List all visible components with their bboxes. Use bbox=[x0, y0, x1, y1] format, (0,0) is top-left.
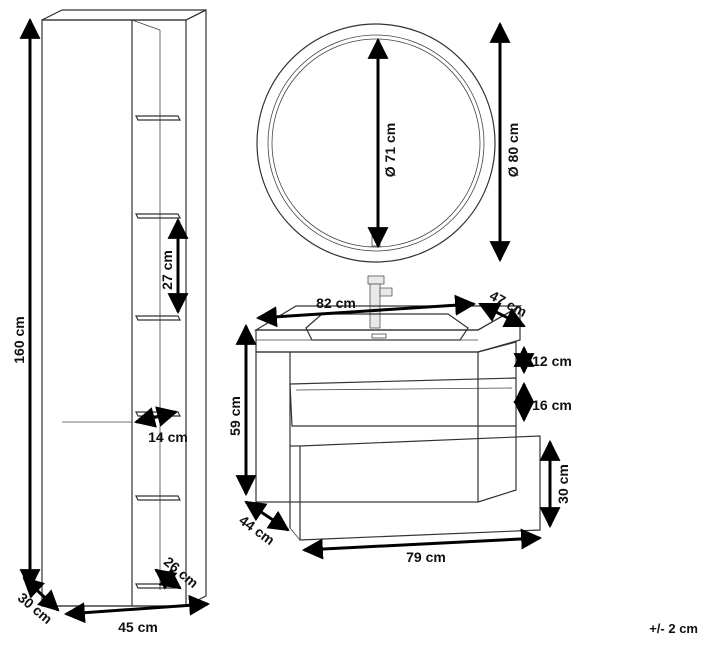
mirror-inner-label: Ø 71 cm bbox=[382, 123, 398, 177]
shelf-gap-label: 27 cm bbox=[159, 250, 175, 290]
cabinet-depth-label: 30 cm bbox=[15, 589, 56, 627]
top-depth-label: 47 cm bbox=[487, 287, 530, 320]
shelves bbox=[135, 115, 181, 589]
inner-depth-label: 26 cm bbox=[161, 553, 202, 591]
tolerance-note: +/- 2 cm bbox=[649, 621, 698, 636]
top-thickness-label: 12 cm bbox=[532, 353, 572, 369]
cabinet-height-label: 160 cm bbox=[11, 316, 27, 363]
drawer-height-label: 30 cm bbox=[555, 464, 571, 504]
mirror-dimensions: Ø 71 cm Ø 80 cm bbox=[367, 21, 521, 263]
vanity-width-label: 79 cm bbox=[406, 549, 446, 565]
vanity-depth-arrow bbox=[244, 500, 290, 532]
cabinet-dimensions: 160 cm 30 cm 45 cm 27 cm 14 cm 26 cm bbox=[11, 17, 211, 635]
top-depth-arrow bbox=[478, 302, 526, 328]
total-height-label: 59 cm bbox=[227, 396, 243, 436]
shelf-depth-label: 14 cm bbox=[148, 429, 188, 445]
cabinet-depth-arrow bbox=[22, 576, 60, 612]
shelf-depth-arrow bbox=[133, 406, 179, 428]
top-width-label: 82 cm bbox=[316, 295, 356, 311]
faucet bbox=[367, 275, 393, 329]
top-width-arrow bbox=[255, 294, 477, 328]
inner-depth-arrow bbox=[154, 568, 182, 590]
mirror-outer-label: Ø 80 cm bbox=[505, 123, 521, 177]
cabinet-width-arrow bbox=[63, 594, 211, 624]
vanity-width-arrow bbox=[301, 528, 543, 560]
round-mirror bbox=[256, 23, 496, 263]
niche-height-label: 16 cm bbox=[532, 397, 572, 413]
cabinet-width-label: 45 cm bbox=[118, 619, 158, 635]
tall-cabinet bbox=[41, 9, 207, 607]
